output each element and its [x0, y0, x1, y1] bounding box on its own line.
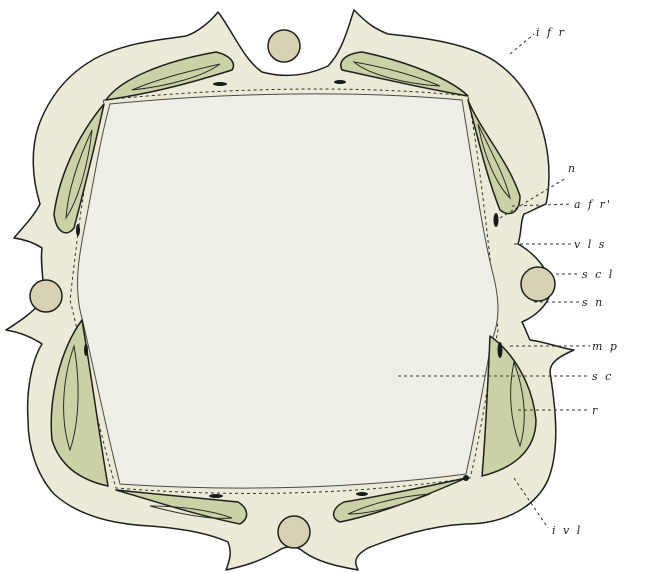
label-ifr: i f r [536, 26, 566, 39]
nerve-cord-left [30, 280, 62, 312]
nerve-mark [76, 224, 80, 236]
nerve-mark [334, 80, 346, 84]
label-afr: a f r' [574, 198, 612, 211]
nerve-mark [209, 494, 223, 498]
nerve-cord-bottom [278, 516, 310, 548]
label-ivl: i v l [552, 524, 582, 537]
nerve-mark [463, 475, 469, 481]
nerve-cord-top [268, 30, 300, 62]
label-sn: s n [582, 296, 604, 309]
nerve-mark [494, 213, 499, 227]
label-r: r [592, 404, 599, 417]
leader-ifr [510, 34, 534, 54]
nerve-mark [356, 492, 368, 496]
label-mp: m p [592, 340, 619, 353]
nerve-mark [498, 342, 503, 358]
label-n: n [568, 162, 577, 175]
nerve-cord-right [521, 267, 555, 301]
label-scl: s c l [582, 268, 614, 281]
label-vls: v l s [574, 238, 606, 251]
central-lumen [78, 94, 498, 488]
nerve-mark [84, 344, 88, 356]
nerve-mark [213, 82, 227, 86]
label-sc: s c [592, 370, 613, 383]
